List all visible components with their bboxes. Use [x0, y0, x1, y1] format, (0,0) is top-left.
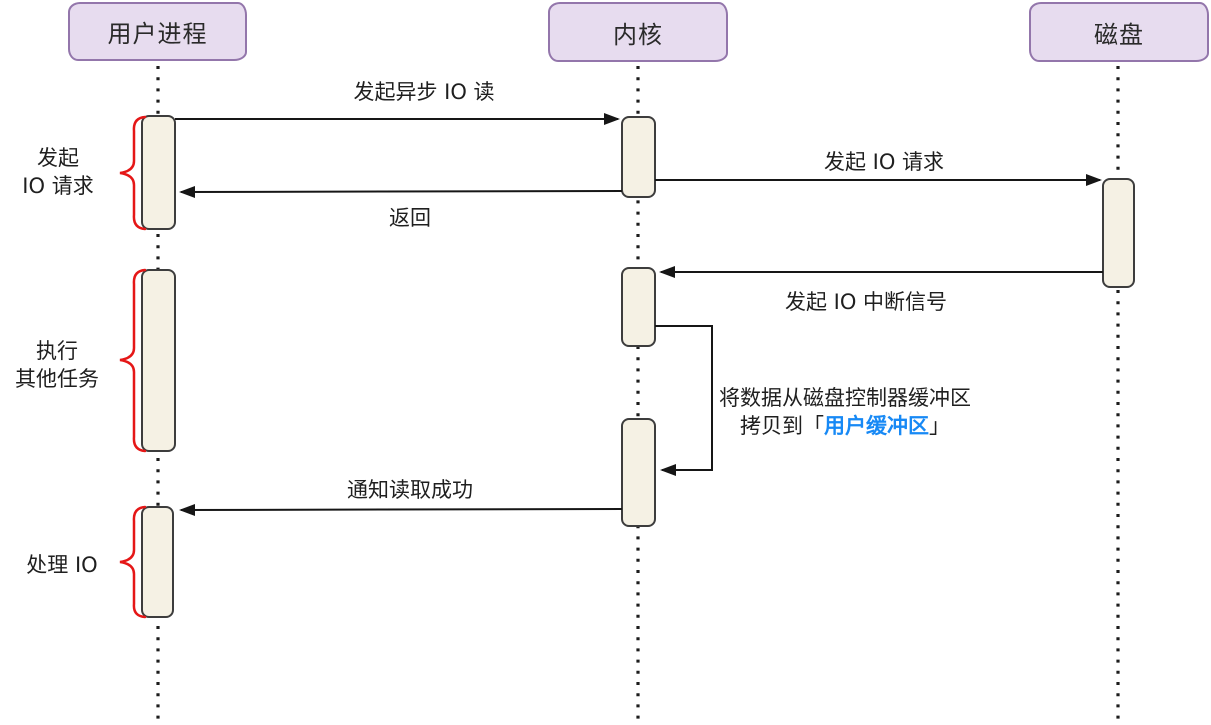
activation-user-1: [141, 115, 176, 230]
label-user-buffer-highlight: 用户缓冲区: [824, 414, 929, 438]
activation-kernel-2: [621, 267, 656, 347]
phase-initiate-io-label: 发起 IO 请求: [22, 144, 93, 200]
label-copy-line2-prefix: 拷贝到「: [740, 414, 824, 438]
phase-other-tasks-label: 执行 其他任务: [15, 337, 99, 393]
activation-kernel-3: [621, 418, 656, 527]
label-return: 返回: [389, 206, 431, 230]
arrow-return: [179, 185, 623, 198]
actor-kernel: 内核: [548, 2, 728, 62]
phase-initiate-line1: 发起: [37, 146, 79, 170]
label-io-interrupt: 发起 IO 中断信号: [784, 290, 948, 314]
actor-user-process: 用户进程: [68, 2, 247, 61]
activation-user-2: [141, 269, 176, 452]
activation-disk-1: [1102, 178, 1135, 288]
label-copy-to-user-buffer: 将数据从磁盘控制器缓冲区 拷贝到「用户缓冲区」: [719, 384, 971, 440]
actor-user-process-label: 用户进程: [107, 20, 208, 48]
label-notify-success: 通知读取成功: [347, 478, 473, 502]
label-copy-line2-suffix: 」: [929, 414, 950, 438]
phase-initiate-line2: IO 请求: [22, 174, 94, 198]
arrow-notify-success: [179, 503, 623, 516]
activation-user-3: [141, 506, 174, 618]
label-copy-line1: 将数据从磁盘控制器缓冲区: [719, 386, 971, 410]
arrow-copy-selfloop: [655, 325, 713, 476]
phase-handle-io-label: 处理 IO: [26, 553, 98, 577]
actor-disk: 磁盘: [1029, 2, 1209, 62]
phase-other-line1: 执行: [36, 339, 78, 363]
actor-kernel-label: 内核: [613, 20, 663, 49]
brace-initiate-io: [119, 115, 147, 231]
actor-disk-label: 磁盘: [1094, 20, 1144, 49]
label-io-request: 发起 IO 请求: [823, 150, 945, 174]
brace-handle-io: [119, 505, 147, 619]
activation-kernel-1: [621, 116, 656, 198]
brace-other-tasks: [119, 268, 147, 453]
phase-other-line2: 其他任务: [15, 367, 99, 391]
label-async-read: 发起异步 IO 读: [353, 80, 495, 104]
